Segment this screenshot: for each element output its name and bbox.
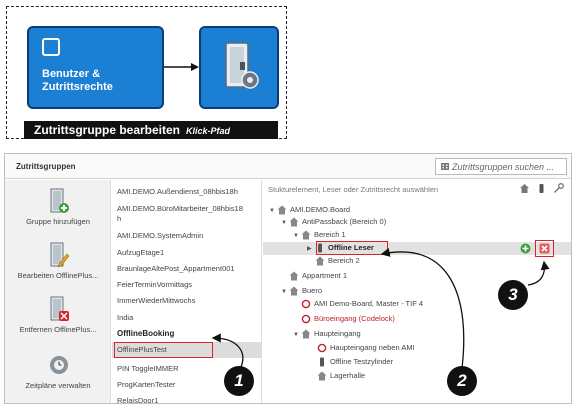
offline-circle-icon (301, 314, 311, 324)
structure-node-icon (317, 371, 327, 381)
list-item[interactable]: AMI.DEMO.SystemAdmin (117, 231, 204, 240)
selected-group-highlight (114, 342, 213, 358)
remove-icon[interactable] (539, 243, 550, 254)
click-path-panel: Benutzer & Zutrittsrechte (6, 6, 287, 139)
manage-schedules-label: Zeitpläne verwalten (25, 381, 91, 390)
door-add-icon (50, 188, 69, 213)
tree-node[interactable]: AMI Demo-Board, Master - TIF 4 (301, 298, 423, 310)
add-group-label: Gruppe hinzufügen (26, 217, 90, 226)
list-item[interactable]: ImmerWiederMittwochs (117, 296, 196, 305)
search-input[interactable] (452, 160, 564, 173)
banner-suffix: Klick-Pfad (186, 126, 231, 136)
tree-node-label: AMI Demo-Board, Master - TIF 4 (314, 299, 424, 309)
door-remove-icon (50, 296, 69, 321)
tree-node-label: Bereich 1 (314, 230, 346, 240)
tree-node-label: Haupteingang neben AMI (330, 343, 415, 353)
list-item[interactable]: AufzugEtage1 (117, 248, 165, 257)
list-item[interactable]: FeierTerminVormittags (117, 280, 193, 289)
structure-node-icon (289, 286, 299, 296)
door-edit-icon (50, 242, 69, 268)
tree-node-label: AntiPassback (Bereich 0) (302, 217, 387, 227)
reader-icon[interactable] (536, 183, 547, 194)
callout-2: 2 (447, 366, 477, 396)
list-item[interactable]: India (117, 313, 134, 322)
tree-node[interactable]: ▼Haupteingang (293, 329, 361, 339)
tree-node[interactable]: Appartment 1 (281, 270, 347, 282)
window-header: Zutrittsgruppen (5, 154, 571, 179)
structure-node-icon (301, 230, 311, 240)
tree-node-label: Lagerhalle (330, 371, 366, 381)
door-lock-gear-icon (225, 42, 259, 89)
tree-node[interactable]: ▼Buero (281, 286, 323, 296)
offline-reader-highlight (316, 241, 388, 255)
structure-icon[interactable] (519, 183, 530, 194)
manage-schedules-button[interactable]: Zeitpläne verwalten (5, 348, 111, 394)
add-icon[interactable] (520, 243, 531, 254)
structure-node-icon (289, 271, 299, 281)
search-box[interactable] (435, 158, 567, 175)
tree-node-label: Buero (302, 286, 323, 296)
offline-circle-icon (317, 343, 327, 353)
tree-node[interactable]: Offline Testzylinder (317, 356, 393, 368)
tree-node[interactable]: Haupteingang neben AMI (317, 342, 415, 354)
list-item[interactable]: ProgKartenTester (117, 380, 176, 389)
action-sidebar: Gruppe hinzufügen Bearbeiten OfflinePlus… (5, 180, 111, 403)
tree-node-label: AMI.DEMO.Board (290, 205, 351, 215)
structure-node-icon (289, 217, 299, 227)
structure-node-icon (301, 329, 311, 339)
tree-node[interactable]: ▼AntiPassback (Bereich 0) (281, 217, 387, 227)
reader-node-icon (320, 357, 324, 367)
structure-node-icon (277, 205, 287, 215)
list-item[interactable]: RelaisDoor1 (117, 396, 159, 404)
structure-node-icon (315, 256, 325, 266)
list-item[interactable]: PIN ToggleIMMER (117, 364, 179, 373)
users-access-rights-label: Benutzer & Zutrittsrechte (42, 68, 113, 93)
access-groups-window: Zutrittsgruppen Gruppe hinzufügen (4, 153, 572, 404)
edit-group-label: Bearbeiten OfflinePlus... (17, 271, 99, 280)
selected-row-background (263, 242, 571, 255)
arrow-right-icon (164, 63, 199, 71)
tree-node-label: Offline Testzylinder (330, 357, 394, 367)
tree-node[interactable]: Lagerhalle (317, 370, 365, 382)
tree-node[interactable]: Bereich 2 (307, 255, 360, 267)
click-path-banner: Zutrittsgruppe bearbeiten Klick-Pfad (24, 121, 278, 139)
tree-node-selected[interactable]: ▶Offline Leser (307, 243, 374, 253)
tree-node-label: Büroeingang (Codelock) (314, 314, 395, 324)
page-title: Zutrittsgruppen (16, 162, 76, 171)
remove-group-label: Entfernen OfflinePlus... (19, 325, 97, 334)
tree-node-label: Haupteingang (314, 329, 361, 339)
square-icon (42, 38, 60, 56)
structure-tree-panel: Stukturelement, Leser oder Zutrittsrecht… (263, 180, 571, 403)
tree-node-label: Bereich 2 (328, 256, 360, 266)
reader-node-icon (318, 243, 322, 253)
banner-title: Zutrittsgruppe bearbeiten (34, 123, 181, 137)
list-item[interactable]: BraunlageAltePost_Appartment001 (117, 264, 235, 273)
list-item[interactable]: AMI.DEMO.Außendienst_08hbis18h (117, 187, 238, 196)
remove-highlight (535, 240, 554, 257)
callout-3: 3 (498, 280, 528, 310)
schedule-gear-icon (50, 356, 68, 374)
tree-node[interactable]: Büroeingang (Codelock) (301, 313, 395, 325)
access-group-tile[interactable] (199, 26, 279, 109)
key-icon[interactable] (553, 183, 564, 194)
callout-1: 1 (224, 366, 254, 396)
tree-filter-hint[interactable]: Stukturelement, Leser oder Zutrittsrecht… (268, 185, 439, 194)
users-access-rights-tile[interactable]: Benutzer & Zutrittsrechte (27, 26, 164, 109)
tree-node-label: Appartment 1 (302, 271, 348, 281)
edit-group-button[interactable]: Bearbeiten OfflinePlus... (5, 238, 111, 284)
building-search-icon (441, 163, 449, 170)
tree-node[interactable]: ▼AMI.DEMO.Board (269, 205, 351, 215)
add-group-button[interactable]: Gruppe hinzufügen (5, 184, 111, 230)
offline-circle-icon (301, 299, 311, 309)
list-item[interactable]: AMI.DEMO.BüroMitarbeiter_08hbis18 h (117, 204, 243, 223)
remove-group-button[interactable]: Entfernen OfflinePlus... (5, 292, 111, 338)
tree-node-label: Offline Leser (328, 243, 374, 253)
list-item[interactable]: OfflineBooking (117, 329, 175, 338)
tree-node[interactable]: ▼Bereich 1 (293, 230, 346, 240)
